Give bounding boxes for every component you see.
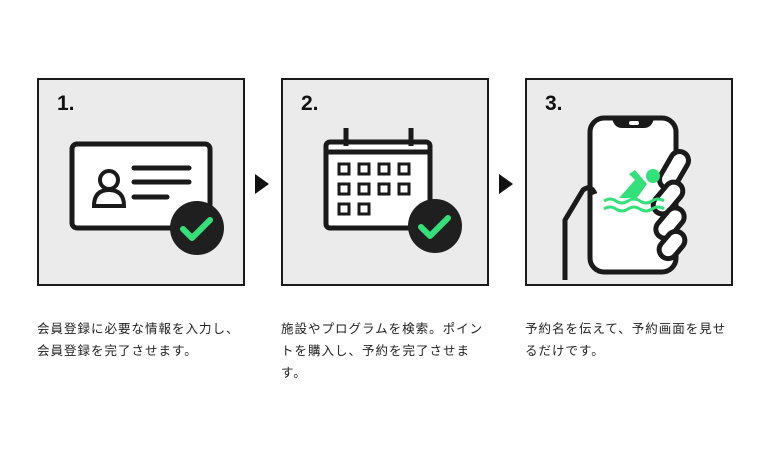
step-1-card: 1. — [37, 78, 245, 286]
phone-swim-icon — [562, 115, 691, 280]
step-2-card: 2. — [281, 78, 489, 286]
step-3-description: 予約名を伝えて、予約画面を見せるだけです。 — [525, 321, 727, 358]
step-3-card: 3. — [525, 78, 733, 286]
calendar-check-icon — [323, 128, 462, 253]
step-1-description: 会員登録に必要な情報を入力し、会員登録を完了させます。 — [37, 321, 240, 358]
next-arrow-icon — [499, 174, 513, 194]
step-number: 3. — [545, 92, 563, 115]
step-2-description: 施設やプログラムを検索。ポイントを購入し、予約を完了させます。 — [281, 321, 484, 380]
step-number: 2. — [301, 92, 319, 115]
id-card-check-icon — [69, 141, 224, 255]
next-arrow-icon — [255, 174, 269, 194]
step-number: 1. — [57, 92, 75, 115]
